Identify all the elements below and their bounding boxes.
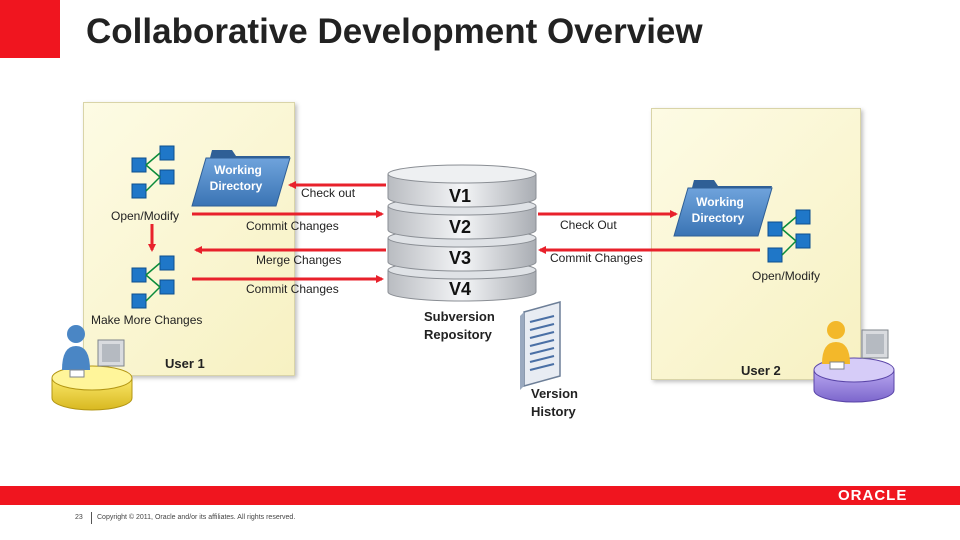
oracle-logo: ORACLE <box>838 487 908 504</box>
user1-folder-label-line1: Working <box>214 163 262 177</box>
version-history-label-line1: Version <box>531 386 578 401</box>
label-commit-changes-1: Commit Changes <box>246 219 339 233</box>
label-check-out-user1: Check out <box>301 186 356 200</box>
user1-workstation-icon <box>51 325 133 411</box>
footer-divider <box>91 512 92 524</box>
user1-open-modify-label: Open/Modify <box>111 209 180 223</box>
user2-open-modify-label: Open/Modify <box>752 269 821 283</box>
disk-v1 <box>387 164 537 208</box>
user2-folder-icon: Working Directory <box>673 180 773 237</box>
user2-name-label: User 2 <box>741 363 781 378</box>
user2-open-modify-nodes-icon <box>767 209 811 263</box>
user1-make-changes-nodes-icon <box>131 255 175 309</box>
label-commit-changes-2: Commit Changes <box>246 282 339 296</box>
copyright-text: Copyright © 2011, Oracle and/or its affi… <box>97 514 296 521</box>
slide-title: Collaborative Development Overview <box>86 12 703 51</box>
version-v2-label: V2 <box>449 217 471 237</box>
user2-folder-label-line2: Directory <box>692 211 745 225</box>
user1-panel <box>83 102 295 376</box>
user2-panel <box>651 108 861 380</box>
user1-make-more-changes-label: Make More Changes <box>91 313 203 327</box>
user1-folder-label-line2: Directory <box>210 179 263 193</box>
user2-folder-label-line1: Working <box>696 195 744 209</box>
version-v4-label: V4 <box>449 279 471 299</box>
user1-folder-icon: Working Directory <box>191 150 291 207</box>
label-commit-changes-user2: Commit Changes <box>550 251 643 265</box>
user1-name-label: User 1 <box>165 356 205 371</box>
version-history-document-icon <box>520 301 561 390</box>
user2-workstation-icon <box>813 321 895 403</box>
user1-open-modify-nodes-icon <box>131 145 175 199</box>
repository-label-line1: Subversion <box>424 309 495 324</box>
arrows <box>148 181 760 283</box>
page-number: 23 <box>75 514 83 521</box>
label-merge-changes: Merge Changes <box>256 253 342 267</box>
repository-stack: V1 V2 V3 V4 <box>387 164 537 302</box>
version-history-label-line2: History <box>531 404 576 419</box>
version-v3-label: V3 <box>449 248 471 268</box>
version-v1-label: V1 <box>449 186 471 206</box>
label-check-out-user2: Check Out <box>560 218 617 232</box>
repository-label-line2: Repository <box>424 327 492 342</box>
footer-red-bar <box>0 486 960 505</box>
header-red-tab <box>0 0 60 58</box>
